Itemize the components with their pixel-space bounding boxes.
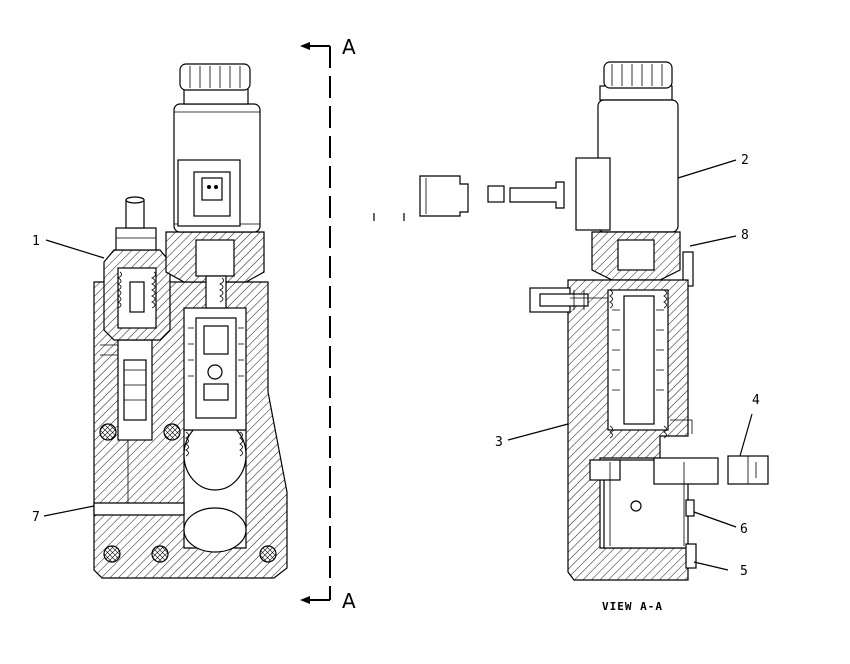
callout-4: 4 bbox=[752, 393, 760, 408]
sleeve-part bbox=[419, 175, 469, 217]
callout-1: 1 bbox=[32, 234, 40, 249]
section-label-bottom: A bbox=[342, 589, 356, 613]
cavity-bottom-arc bbox=[183, 507, 247, 553]
exploded-parts bbox=[373, 175, 565, 221]
side-bolt bbox=[529, 287, 608, 313]
cavity-spring-left bbox=[185, 431, 189, 457]
callout-6: 6 bbox=[740, 522, 748, 537]
pin-part bbox=[509, 181, 565, 209]
view-caption: VIEW A-A bbox=[602, 600, 663, 613]
callout-3: 3 bbox=[495, 435, 503, 450]
callout-8: 8 bbox=[741, 228, 749, 243]
callout-7: 7 bbox=[32, 510, 40, 525]
knurled-cap-left bbox=[179, 63, 251, 105]
callout-numbers: 1 2 3 4 5 6 7 8 bbox=[32, 153, 760, 579]
spacer-part bbox=[487, 185, 505, 203]
plug-screws-left bbox=[99, 423, 277, 563]
pin-4-rod bbox=[653, 457, 719, 485]
section-line-a-a: A A bbox=[300, 35, 356, 613]
knurled-cap-right bbox=[599, 61, 673, 101]
adjusting-stem-nut bbox=[115, 227, 157, 251]
plug-5 bbox=[685, 543, 697, 569]
fitting-6 bbox=[685, 499, 695, 517]
right-view-a-a: VIEW A-A bbox=[529, 61, 769, 613]
left-section-view bbox=[93, 63, 288, 579]
cavity-spring-right bbox=[239, 431, 243, 457]
connector-housing-side bbox=[575, 157, 611, 231]
section-label-top: A bbox=[342, 35, 356, 59]
leader-lines bbox=[43, 159, 753, 571]
adjusting-stem bbox=[125, 199, 145, 229]
callout-2: 2 bbox=[741, 153, 749, 168]
callout-5: 5 bbox=[740, 564, 748, 579]
lower-passage bbox=[93, 502, 185, 516]
